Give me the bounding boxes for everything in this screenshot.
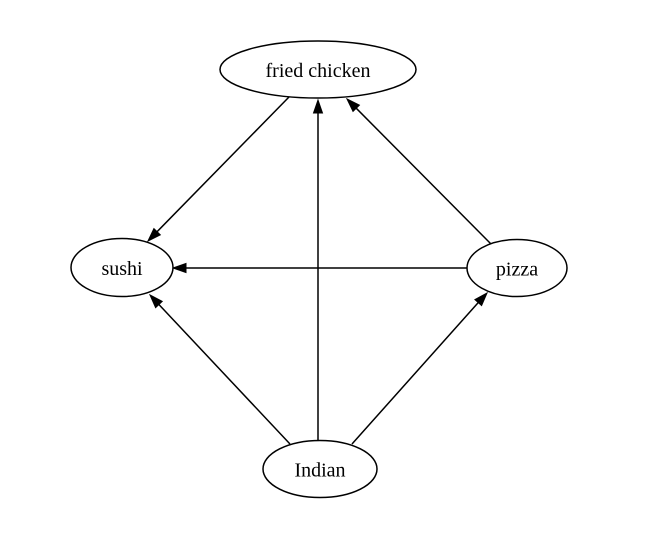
node-label: pizza bbox=[496, 259, 538, 281]
node-ellipse bbox=[70, 237, 174, 298]
edge-line bbox=[158, 303, 291, 445]
edge-line bbox=[351, 302, 479, 445]
edge-line bbox=[156, 96, 290, 233]
edge-fried-chicken-to-sushi bbox=[146, 96, 290, 243]
edge-pizza-to-fried-chicken bbox=[345, 97, 493, 246]
arrowhead-icon bbox=[146, 227, 162, 243]
node-ellipse bbox=[262, 439, 378, 499]
node-indian: Indian bbox=[262, 439, 378, 499]
node-sushi: sushi bbox=[70, 237, 174, 298]
edge-indian-to-sushi bbox=[148, 293, 291, 445]
edge-indian-to-fried-chicken bbox=[312, 98, 324, 441]
node-label: sushi bbox=[101, 258, 143, 280]
arrowhead-icon bbox=[312, 98, 324, 114]
edge-indian-to-pizza bbox=[351, 291, 489, 445]
node-pizza: pizza bbox=[466, 238, 568, 298]
node-ellipse bbox=[219, 40, 417, 99]
edge-line bbox=[355, 107, 493, 246]
arrowhead-icon bbox=[171, 262, 187, 274]
arrowhead-icon bbox=[148, 293, 164, 309]
arrowhead-icon bbox=[474, 291, 489, 307]
node-label: fried chicken bbox=[266, 60, 371, 82]
arrowhead-icon bbox=[345, 97, 361, 113]
node-ellipse bbox=[466, 238, 568, 298]
edge-group bbox=[146, 96, 493, 445]
edge-pizza-to-sushi bbox=[171, 262, 467, 274]
node-fried-chicken: fried chicken bbox=[219, 40, 417, 99]
node-label: Indian bbox=[294, 460, 345, 482]
